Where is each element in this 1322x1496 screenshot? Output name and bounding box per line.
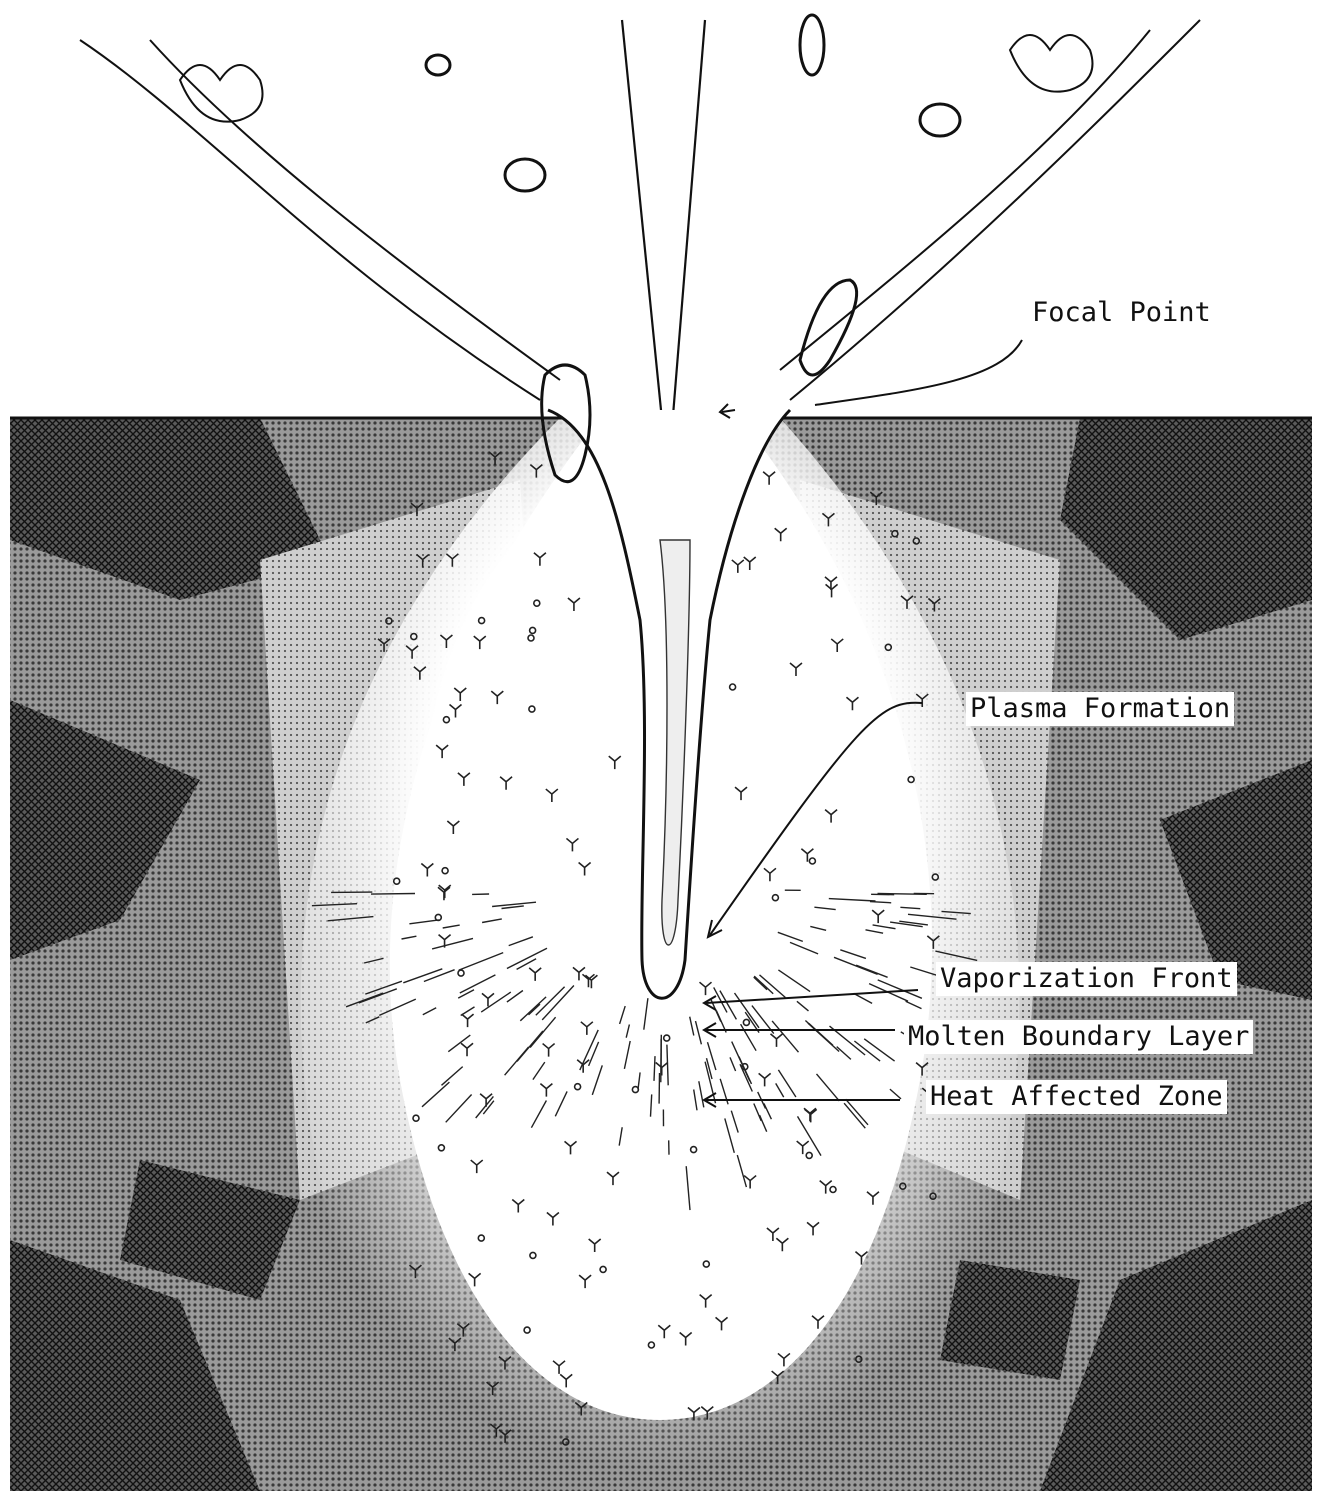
heat-streak	[371, 894, 415, 895]
label-focal-point: Focal Point	[1028, 296, 1215, 330]
label-plasma-formation: Plasma Formation	[966, 692, 1234, 726]
label-vaporization-front: Vaporization Front	[936, 962, 1237, 996]
focal-point-leader	[815, 340, 1022, 405]
label-molten-boundary-layer: Molten Boundary Layer	[904, 1020, 1253, 1054]
label-heat-affected-zone: Heat Affected Zone	[926, 1080, 1227, 1114]
heat-streak	[878, 894, 927, 895]
heat-streak	[654, 1056, 655, 1081]
